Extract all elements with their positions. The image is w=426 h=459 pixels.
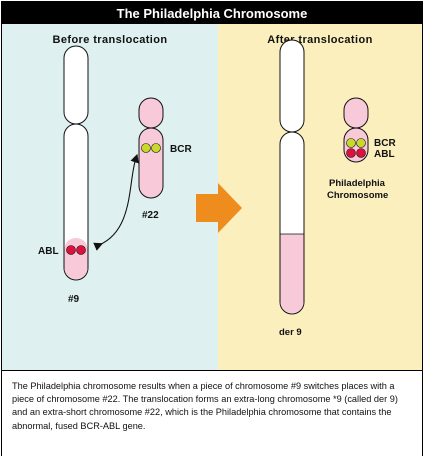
figure-title: The Philadelphia Chromosome bbox=[2, 2, 422, 24]
after-panel-title: After translocation bbox=[267, 34, 373, 46]
after-panel: After translocation bbox=[218, 24, 422, 370]
before-panel: Before translocation bbox=[2, 24, 218, 370]
caption-box: The Philadelphia chromosome results when… bbox=[2, 370, 422, 456]
before-panel-title: Before translocation bbox=[52, 34, 168, 46]
figure-caption: The Philadelphia chromosome results when… bbox=[12, 381, 398, 431]
